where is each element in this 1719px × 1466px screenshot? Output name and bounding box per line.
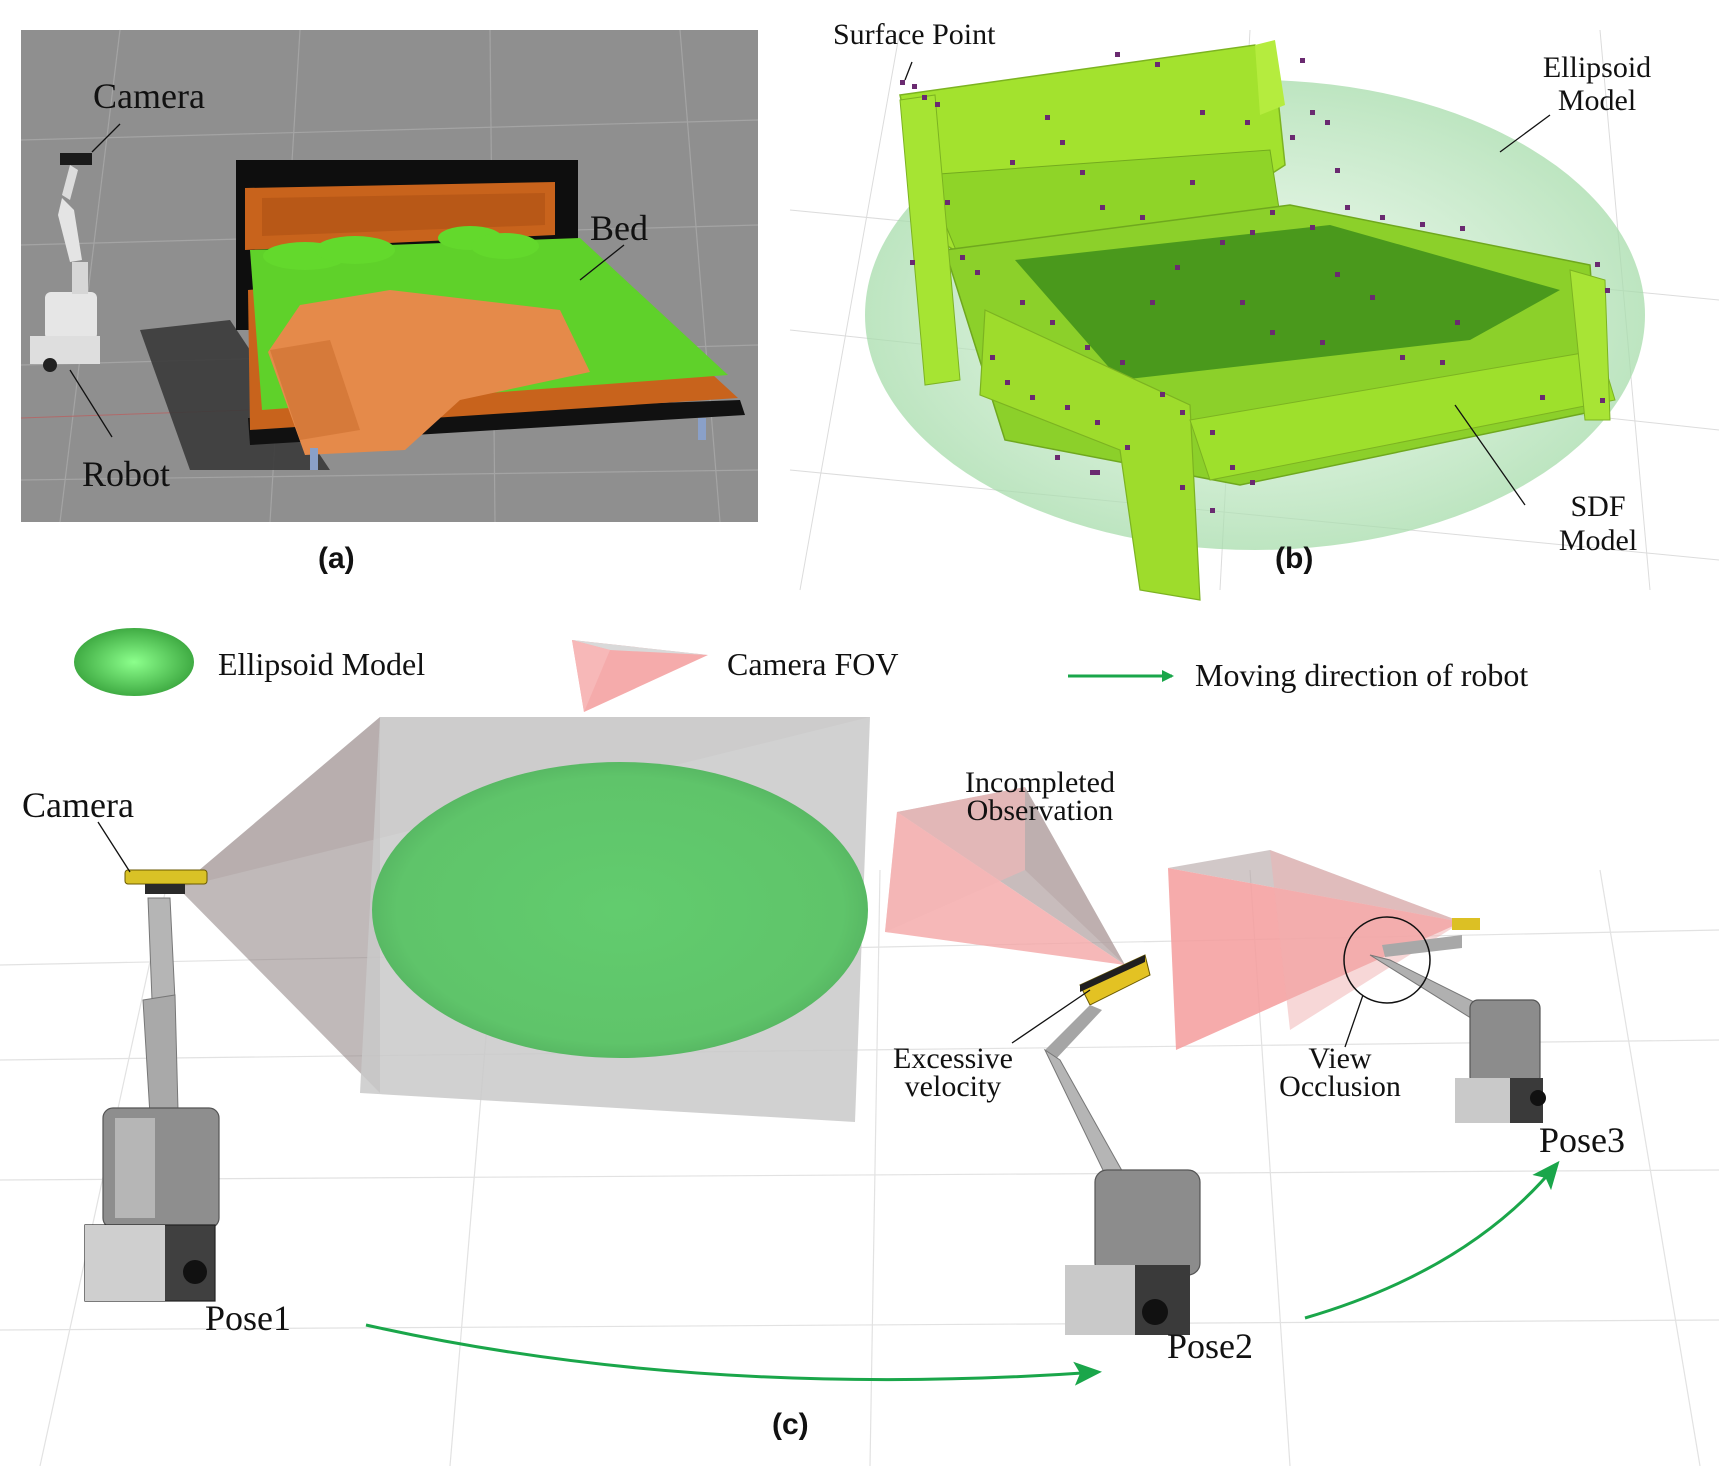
robot-pose3 <box>1369 918 1546 1123</box>
surface-points <box>900 52 1610 513</box>
robot-pose2 <box>1043 954 1201 1335</box>
label-view-occlusion-2: Occlusion <box>1279 1070 1401 1103</box>
ellipsoid-model-c <box>372 762 868 1058</box>
label-pose1: Pose1 <box>205 1298 291 1338</box>
pose3-fov <box>1168 850 1462 1050</box>
label-surface-point: Surface Point <box>833 18 996 51</box>
label-ellipsoid-model-b-2: Model <box>1558 84 1636 117</box>
legend-ellipsoid-icon <box>74 628 194 696</box>
legend-fov-icon <box>572 640 708 712</box>
label-pose2: Pose2 <box>1167 1326 1253 1366</box>
label-pose3: Pose3 <box>1539 1120 1625 1160</box>
label-camera-c: Camera <box>22 785 134 825</box>
legend-ellipsoid-label: Ellipsoid Model <box>218 646 425 682</box>
caption-c: (c) <box>772 1408 809 1441</box>
bed <box>236 160 745 470</box>
label-view-occlusion-1: View <box>1308 1042 1372 1075</box>
label-sdf-model-1: SDF <box>1570 490 1625 523</box>
arrow-pose1-to-pose2 <box>365 1323 1102 1386</box>
label-bed: Bed <box>590 208 648 248</box>
label-incompleted-1: Incompleted <box>965 766 1115 799</box>
caption-b: (b) <box>1275 542 1313 575</box>
legend-fov-label: Camera FOV <box>727 646 899 682</box>
label-camera-a: Camera <box>93 76 205 116</box>
robot-a <box>30 153 100 372</box>
label-sdf-model-2: Model <box>1559 524 1637 557</box>
caption-a: (a) <box>318 542 355 575</box>
panel-a: Camera Bed Robot (a) <box>20 29 759 575</box>
label-ellipsoid-model-b-1: Ellipsoid <box>1543 51 1651 84</box>
sdf-model <box>899 40 1616 601</box>
pose1-fov <box>178 717 870 1122</box>
occlusion-circle <box>1343 916 1431 1004</box>
panel-b: Surface Point Ellipsoid Model SDF Model … <box>789 18 1719 601</box>
label-excessive-1: Excessive <box>893 1042 1013 1075</box>
panel-c: Camera Incompleted Observation Excessive… <box>0 717 1719 1466</box>
arrow-pose2-to-pose3 <box>1304 1160 1560 1320</box>
label-robot-a: Robot <box>82 454 170 494</box>
legend-moving-label: Moving direction of robot <box>1195 657 1528 693</box>
label-incompleted-2: Observation <box>967 794 1114 827</box>
pose2-fov <box>885 787 1125 965</box>
label-excessive-2: velocity <box>905 1070 1002 1103</box>
robot-pose1 <box>84 869 220 1302</box>
legend: Ellipsoid Model Camera FOV Moving direct… <box>74 628 1528 712</box>
